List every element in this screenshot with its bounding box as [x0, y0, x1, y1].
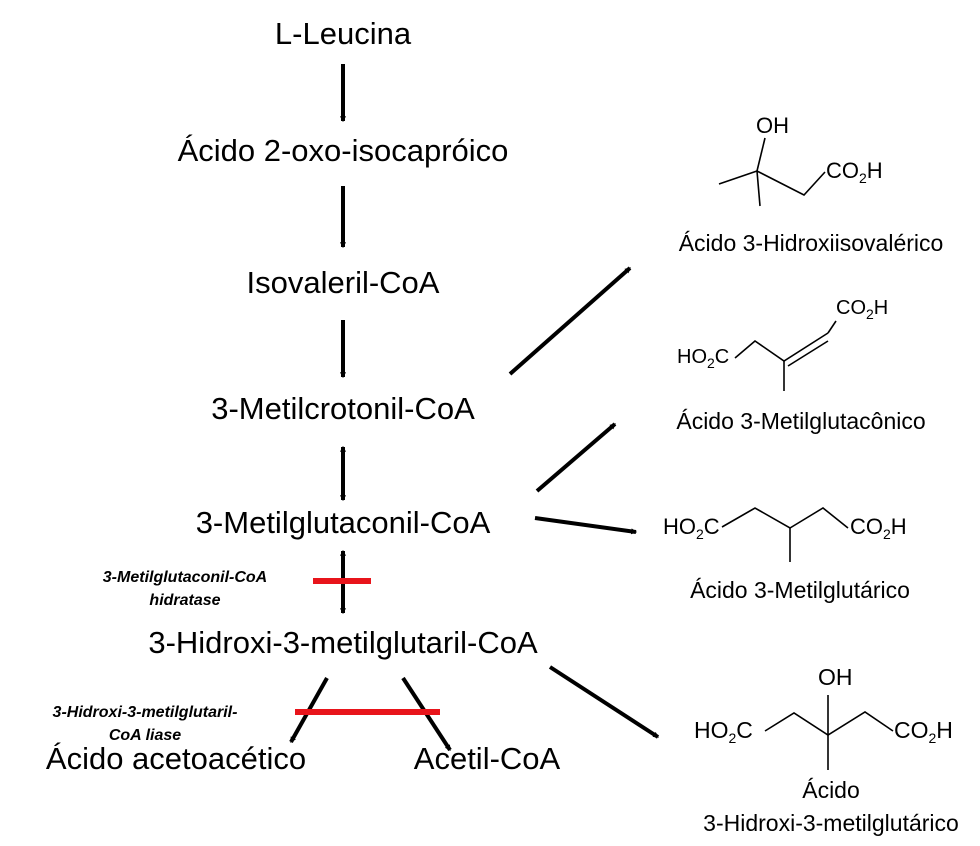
label-3-metilglutaconil-coa: 3-Metilglutaconil-CoA	[195, 505, 491, 540]
chem-oh-hmg-acid: OH	[818, 664, 853, 690]
arrow-to-metilglutarico	[534, 516, 638, 535]
enzyme-hidratase-line1: 3-Metilglutaconil-CoA	[102, 569, 268, 586]
enzyme-blocks	[295, 578, 440, 715]
label-acido-3-metilglutarico: Ácido 3-Metilglutárico	[690, 577, 910, 603]
arrow-to-hmg-acid	[548, 665, 660, 739]
chem-co2h-hidroxiisovalerico: CO2H	[826, 158, 883, 186]
label-acetil-coa: Acetil-CoA	[413, 741, 561, 776]
chem-ho2c-metilglutarico: HO2C	[663, 514, 720, 542]
enzyme-hidratase-line2: hidratase	[149, 592, 221, 609]
label-acido-hmg-line1: Ácido	[802, 777, 860, 803]
structure-hmg-acid	[764, 695, 894, 770]
label-acido-acetoacetico: Ácido acetoacético	[45, 741, 307, 776]
chem-co2h-metilglutaconico: CO2H	[836, 297, 889, 322]
label-l-leucina: L-Leucina	[274, 16, 412, 51]
label-3-hidroxi-3-metilglutaril-coa: 3-Hidroxi-3-metilglutaril-CoA	[148, 625, 538, 660]
chem-oh-hidroxiisovalerico: OH	[756, 113, 789, 138]
enzyme-label-liase: 3-Hidroxi-3-metilglutaril- CoA liase	[4, 701, 286, 747]
arrow-to-hidroxiisovalerico	[508, 266, 632, 376]
enzyme-label-hidratase: 3-Metilglutaconil-CoA hidratase	[60, 566, 310, 612]
chem-co2h-hmg-acid: CO2H	[894, 717, 953, 746]
structure-hidroxiisovalerico	[718, 137, 826, 207]
enzyme-liase-line2: CoA liase	[108, 727, 182, 744]
chem-ho2c-hmg-acid: HO2C	[694, 717, 753, 746]
enzyme-liase-line1: 3-Hidroxi-3-metilglutaril-	[52, 704, 238, 721]
label-3-metilcrotonil-coa: 3-Metilcrotonil-CoA	[211, 391, 475, 426]
arrow-to-metilglutaconico	[535, 422, 617, 493]
label-acido-hmg-line2: 3-Hidroxi-3-metilglutárico	[703, 810, 959, 836]
label-acido-3-metilglutaconico: Ácido 3-Metilglutacônico	[676, 408, 926, 434]
label-acido-2-oxo-isocaproico: Ácido 2-oxo-isocapróico	[177, 133, 509, 168]
chem-co2h-metilglutarico: CO2H	[850, 514, 907, 542]
chem-ho2c-metilglutaconico: HO2C	[677, 346, 730, 371]
structure-metilglutarico	[721, 507, 849, 562]
label-acido-3-hidroxiisovalerico: Ácido 3-Hidroxiisovalérico	[678, 230, 944, 256]
structure-metilglutaconico	[734, 320, 837, 391]
label-isovaleril-coa: Isovaleril-CoA	[246, 265, 440, 300]
product-arrows	[508, 266, 660, 739]
